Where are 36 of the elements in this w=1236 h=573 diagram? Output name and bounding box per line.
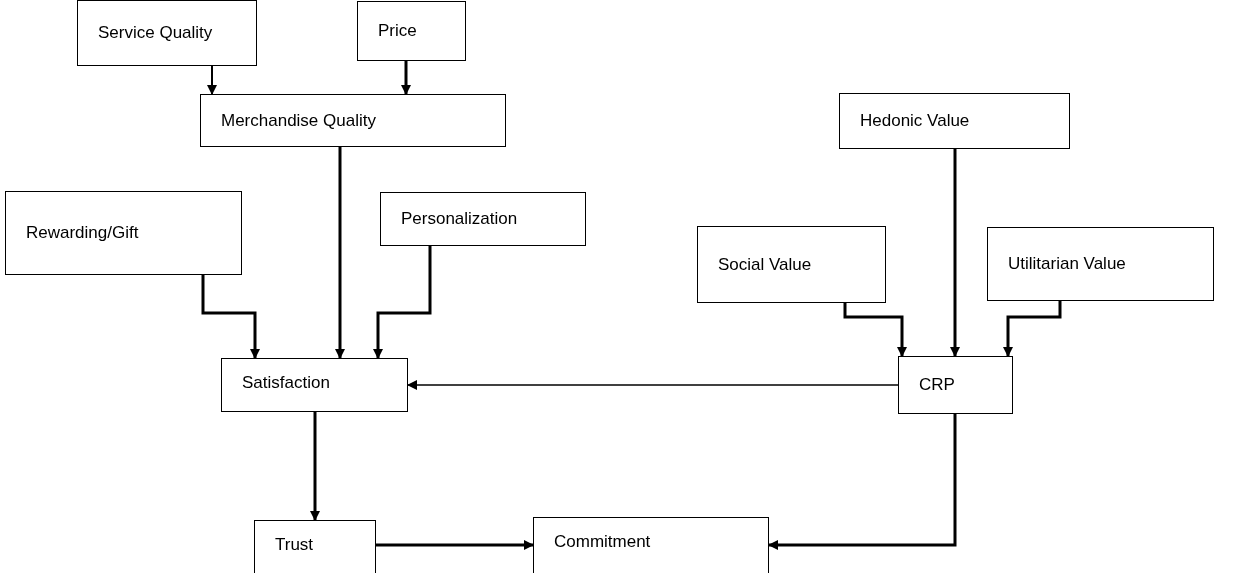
concept-box xyxy=(221,358,408,412)
concept-label: Hedonic Value xyxy=(860,111,970,131)
arrow xyxy=(335,147,345,359)
concept-label: Commitment xyxy=(554,532,651,552)
concept-label: Personalization xyxy=(401,209,518,229)
concept-box xyxy=(987,227,1214,301)
concept-label: Service Quality xyxy=(98,23,213,43)
concept-label: Utilitarian Value xyxy=(1008,254,1126,274)
arrow xyxy=(1003,301,1062,357)
concept-box xyxy=(898,356,1013,414)
arrow xyxy=(950,149,960,357)
arrow xyxy=(201,275,260,359)
concept-label: Social Value xyxy=(718,254,812,275)
concept-box xyxy=(533,517,769,573)
concept-label: CRP xyxy=(919,375,955,395)
concept-label: Merchandise Quality xyxy=(221,110,376,131)
arrow xyxy=(401,61,411,95)
concept-label: Satisfaction xyxy=(242,373,330,393)
concept-label: Rewarding/Gift xyxy=(26,223,139,243)
concept-label: Price xyxy=(378,21,417,41)
concept-box xyxy=(5,191,242,275)
arrow xyxy=(407,380,899,390)
arrow xyxy=(376,540,534,550)
arrow xyxy=(373,246,432,359)
concept-box xyxy=(697,226,886,303)
concept-box xyxy=(77,0,257,66)
concept-box xyxy=(357,1,466,61)
concept-box xyxy=(200,94,506,147)
concept-label: Trust xyxy=(275,535,314,555)
arrow xyxy=(768,414,957,550)
concept-box xyxy=(380,192,586,246)
concept-box xyxy=(839,93,1070,149)
concept-box xyxy=(254,520,376,573)
arrow xyxy=(310,412,320,521)
arrow xyxy=(843,303,907,357)
arrow xyxy=(207,65,217,95)
